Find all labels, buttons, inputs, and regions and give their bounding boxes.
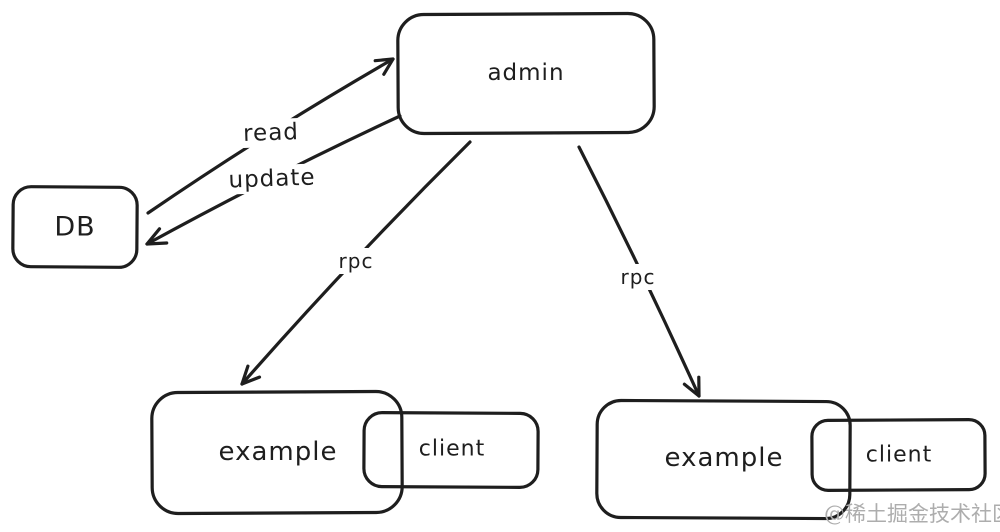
example-left-node-label: example bbox=[218, 437, 338, 467]
admin-node-label: admin bbox=[487, 60, 565, 86]
client-left-node-label: client bbox=[418, 436, 486, 462]
watermark-text: @稀土掘金技术社区 bbox=[824, 502, 1000, 526]
client-right-node-box bbox=[810, 418, 987, 492]
db-node-label: DB bbox=[54, 211, 96, 243]
rpc-left-edge-label: rpc bbox=[331, 248, 381, 274]
admin-node-box bbox=[396, 11, 656, 136]
rpc-right-edge-label: rpc bbox=[613, 264, 663, 290]
client-left-node-box bbox=[362, 411, 540, 489]
client-right-node-label: client bbox=[865, 442, 933, 468]
db-node-box bbox=[11, 185, 139, 269]
example-right-node-box bbox=[595, 398, 852, 521]
read-edge-label: read bbox=[235, 117, 307, 149]
example-right-node-label: example bbox=[664, 443, 784, 473]
update-edge-label: update bbox=[221, 163, 323, 195]
example-left-node-box bbox=[150, 389, 404, 516]
